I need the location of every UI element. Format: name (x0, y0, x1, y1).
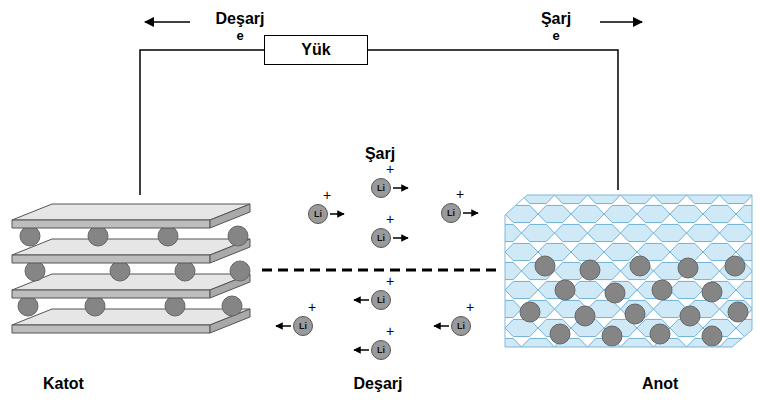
ion-symbol: Li (372, 291, 390, 309)
electrode-label: Anot (642, 375, 678, 393)
ion-charge: + (323, 188, 331, 202)
ion-symbol: Li (372, 341, 390, 359)
ion-charge: + (386, 324, 394, 338)
electron-label: e (552, 28, 559, 43)
ion-symbol: Li (372, 179, 390, 197)
ion-symbol: Li (294, 317, 312, 335)
ion-charge: + (386, 162, 394, 176)
separator-line (262, 269, 498, 272)
electrode-label: Katot (43, 375, 84, 393)
wire (368, 50, 618, 190)
ion-charge: + (456, 187, 464, 201)
anode-outline (505, 195, 752, 347)
ion-symbol: Li (452, 317, 470, 335)
cathode-plates (12, 204, 250, 333)
lithium-ion: Li+ (371, 290, 391, 310)
ion-charge: + (466, 300, 474, 314)
ion-charge: + (386, 212, 394, 226)
lithium-ion: Li+ (293, 316, 313, 336)
lithium-ion: Li+ (308, 204, 328, 224)
ion-arrows (276, 188, 478, 350)
charge-label: Şarj (541, 10, 571, 28)
ion-charge: + (308, 300, 316, 314)
anode-graphite (489, 186, 760, 355)
ion-symbol: Li (309, 205, 327, 223)
lithium-ion: Li+ (371, 340, 391, 360)
lithium-ion: Li+ (441, 203, 461, 223)
electron-label: e (236, 28, 243, 43)
ion-symbol: Li (372, 229, 390, 247)
wire (140, 50, 264, 195)
load-label: Yük (301, 41, 330, 59)
lithium-ion: Li+ (451, 316, 471, 336)
load-box: Yük (264, 35, 368, 65)
lithium-ion: Li+ (371, 228, 391, 248)
discharge-label: Deşarj (216, 10, 265, 28)
ion-charge: + (386, 274, 394, 288)
cathode: Katot (5, 195, 257, 403)
charge-label: Şarj (365, 145, 395, 163)
lithium-ion: Li+ (371, 178, 391, 198)
discharge-label: Deşarj (354, 375, 403, 393)
ion-symbol: Li (442, 204, 460, 222)
anode: Anot (500, 190, 755, 403)
